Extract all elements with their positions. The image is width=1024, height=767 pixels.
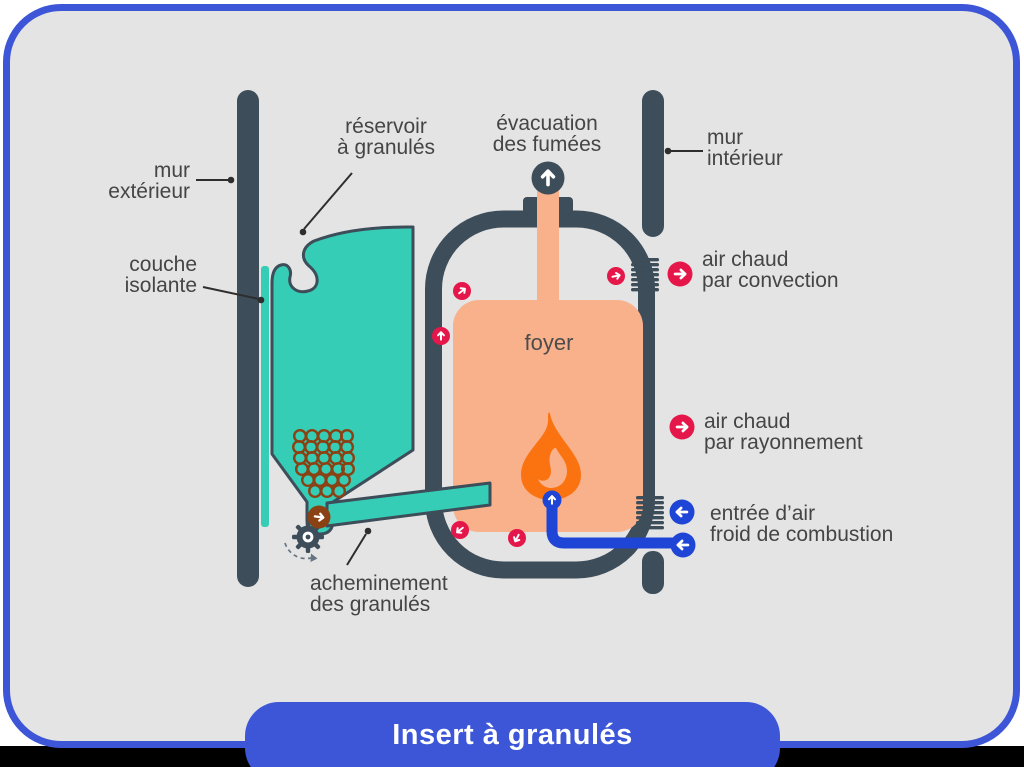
combustion-air-arrow <box>542 490 562 510</box>
label-foyer: foyer <box>524 330 574 355</box>
label-entree-air: entrée d’air froid de combustion <box>710 503 893 545</box>
cold-air-pipe <box>546 500 684 549</box>
pellet <box>337 473 352 488</box>
label-line: des granulés <box>310 593 431 616</box>
radiation-arrow <box>669 414 695 440</box>
cold-air-arrow-bottom <box>670 532 696 558</box>
label-line: entrée d’air <box>710 502 816 525</box>
gear-rotation-arrow <box>284 542 312 560</box>
inner-wall-top-bar <box>642 90 664 237</box>
label-acheminement: acheminement des granulés <box>310 573 448 615</box>
hot-air-arrow-down <box>508 529 526 547</box>
firebox <box>453 300 643 532</box>
label-line: par convection <box>702 269 839 292</box>
flame-icon <box>521 412 581 500</box>
label-line: mur <box>707 126 744 149</box>
hot-air-arrow-down-left <box>451 521 469 539</box>
label-evacuation: évacuation des fumées <box>493 113 602 155</box>
label-mur-exterieur: mur extérieur <box>108 160 190 202</box>
label-line: des fumées <box>492 133 602 156</box>
leader-dots <box>227 147 672 535</box>
hot-air-arrow-right-top <box>607 267 625 285</box>
label-line: acheminement <box>310 572 448 595</box>
label-line: intérieur <box>707 147 783 170</box>
heat-exchanger-coil-top <box>631 258 659 292</box>
label-air-rayonnement: air chaud par rayonnement <box>704 411 863 453</box>
outer-wall-bar <box>237 90 259 587</box>
label-reservoir: réservoir à granulés <box>337 116 435 158</box>
insulation-strip <box>261 266 269 527</box>
label-line: par rayonnement <box>704 431 863 454</box>
chimney-pipe <box>537 180 559 310</box>
label-line: réservoir <box>345 115 427 138</box>
label-mur-interieur: mur intérieur <box>707 127 783 169</box>
label-couche-isolante: couche isolante <box>125 254 197 296</box>
label-line: air chaud <box>704 410 791 433</box>
heat-exchanger-coil-bottom <box>636 496 664 530</box>
pellet-feed-arrow <box>307 505 331 529</box>
leader-lines <box>196 150 703 566</box>
title-pill: Insert à granulés <box>245 702 780 767</box>
label-air-convection: air chaud par convection <box>702 249 839 291</box>
label-line: isolante <box>124 274 197 297</box>
label-line: extérieur <box>108 180 190 203</box>
label-line: à granulés <box>336 136 436 159</box>
label-line: air chaud <box>702 248 789 271</box>
label-line: mur <box>153 159 190 182</box>
pellets <box>292 429 356 499</box>
smoke-evacuation-arrow <box>531 161 565 195</box>
convection-arrow <box>667 261 693 287</box>
pellet <box>332 484 347 499</box>
hot-air-arrow-up-right <box>453 282 471 300</box>
label-line: évacuation <box>496 112 598 135</box>
label-line: couche <box>129 253 197 276</box>
label-line: froid de combustion <box>710 523 894 546</box>
hot-air-arrow-up <box>432 327 450 345</box>
pellet <box>331 462 346 477</box>
page-title: Insert à granulés <box>392 719 633 751</box>
cold-air-arrow-top <box>669 499 695 525</box>
inner-wall-bottom-bar <box>642 551 664 594</box>
